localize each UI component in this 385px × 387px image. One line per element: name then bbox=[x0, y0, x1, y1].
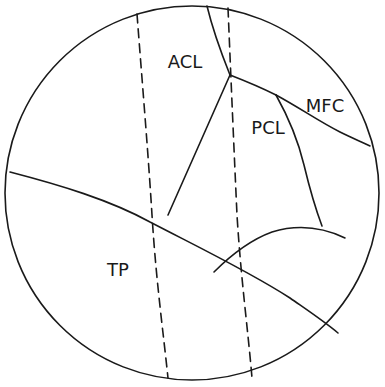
region-label: MFC bbox=[306, 96, 344, 116]
region-label: ACL bbox=[168, 52, 203, 72]
region-label: TP bbox=[107, 260, 129, 280]
ligament-edge bbox=[207, 6, 230, 75]
ligament-edge bbox=[230, 75, 276, 95]
ligament-edge bbox=[168, 75, 230, 215]
region-label: PCL bbox=[251, 118, 284, 138]
dashed-guide bbox=[137, 14, 168, 378]
condyle-edge bbox=[276, 95, 370, 146]
ligament-edge bbox=[214, 228, 345, 272]
dashed-guide bbox=[228, 8, 252, 378]
scope-field bbox=[5, 6, 379, 380]
tibial-plateau-edge bbox=[10, 172, 338, 333]
